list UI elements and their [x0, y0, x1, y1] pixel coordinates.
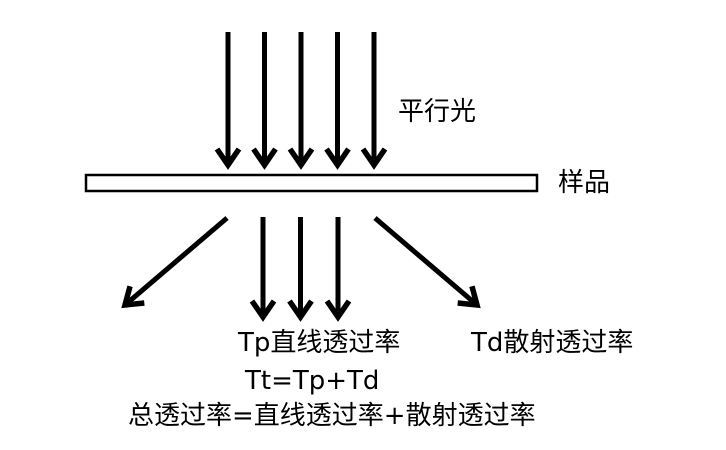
direct-transmitted-arrows — [249, 217, 352, 322]
direct-transmittance-label: Tp直线透过率 — [237, 328, 400, 358]
scattered-arrow-left — [121, 216, 229, 309]
sample-bar — [84, 173, 539, 193]
diffuse-transmittance-label: Td散射透过率 — [470, 328, 633, 358]
formula-text-label: 总透过率=直线透过率+散射透过率 — [128, 401, 536, 431]
scattered-arrow-right — [373, 216, 481, 309]
formula-label: Tt=Tp+Td — [244, 366, 379, 396]
incident-light-label: 平行光 — [398, 97, 476, 127]
incident-light-arrows — [214, 32, 388, 170]
sample-label: 样品 — [558, 168, 610, 198]
